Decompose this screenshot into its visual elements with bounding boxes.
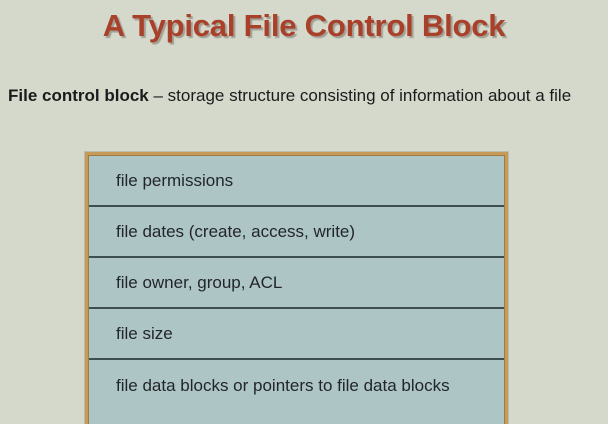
- table-row: file permissions: [89, 156, 504, 207]
- table-row-label: file size: [116, 323, 173, 343]
- table-row-label: file permissions: [116, 170, 234, 190]
- body-paragraph: File control block – storage structure c…: [8, 84, 596, 107]
- file-control-block-row-list: file permissions file dates (create, acc…: [89, 156, 504, 424]
- page-title: A Typical File Control Block: [102, 8, 506, 43]
- table-row-label: file data blocks or pointers to file dat…: [116, 375, 450, 395]
- table-row: file size: [89, 309, 504, 360]
- table-row: file owner, group, ACL: [89, 258, 504, 309]
- table-row: file data blocks or pointers to file dat…: [89, 360, 504, 411]
- file-control-block-table: file permissions file dates (create, acc…: [85, 152, 508, 424]
- table-row: file dates (create, access, write): [89, 207, 504, 258]
- body-lead-term: File control block: [8, 86, 149, 105]
- body-definition-text: – storage structure consisting of inform…: [148, 86, 572, 105]
- table-row-label: file owner, group, ACL: [116, 272, 283, 292]
- table-row-label: file dates (create, access, write): [116, 221, 356, 241]
